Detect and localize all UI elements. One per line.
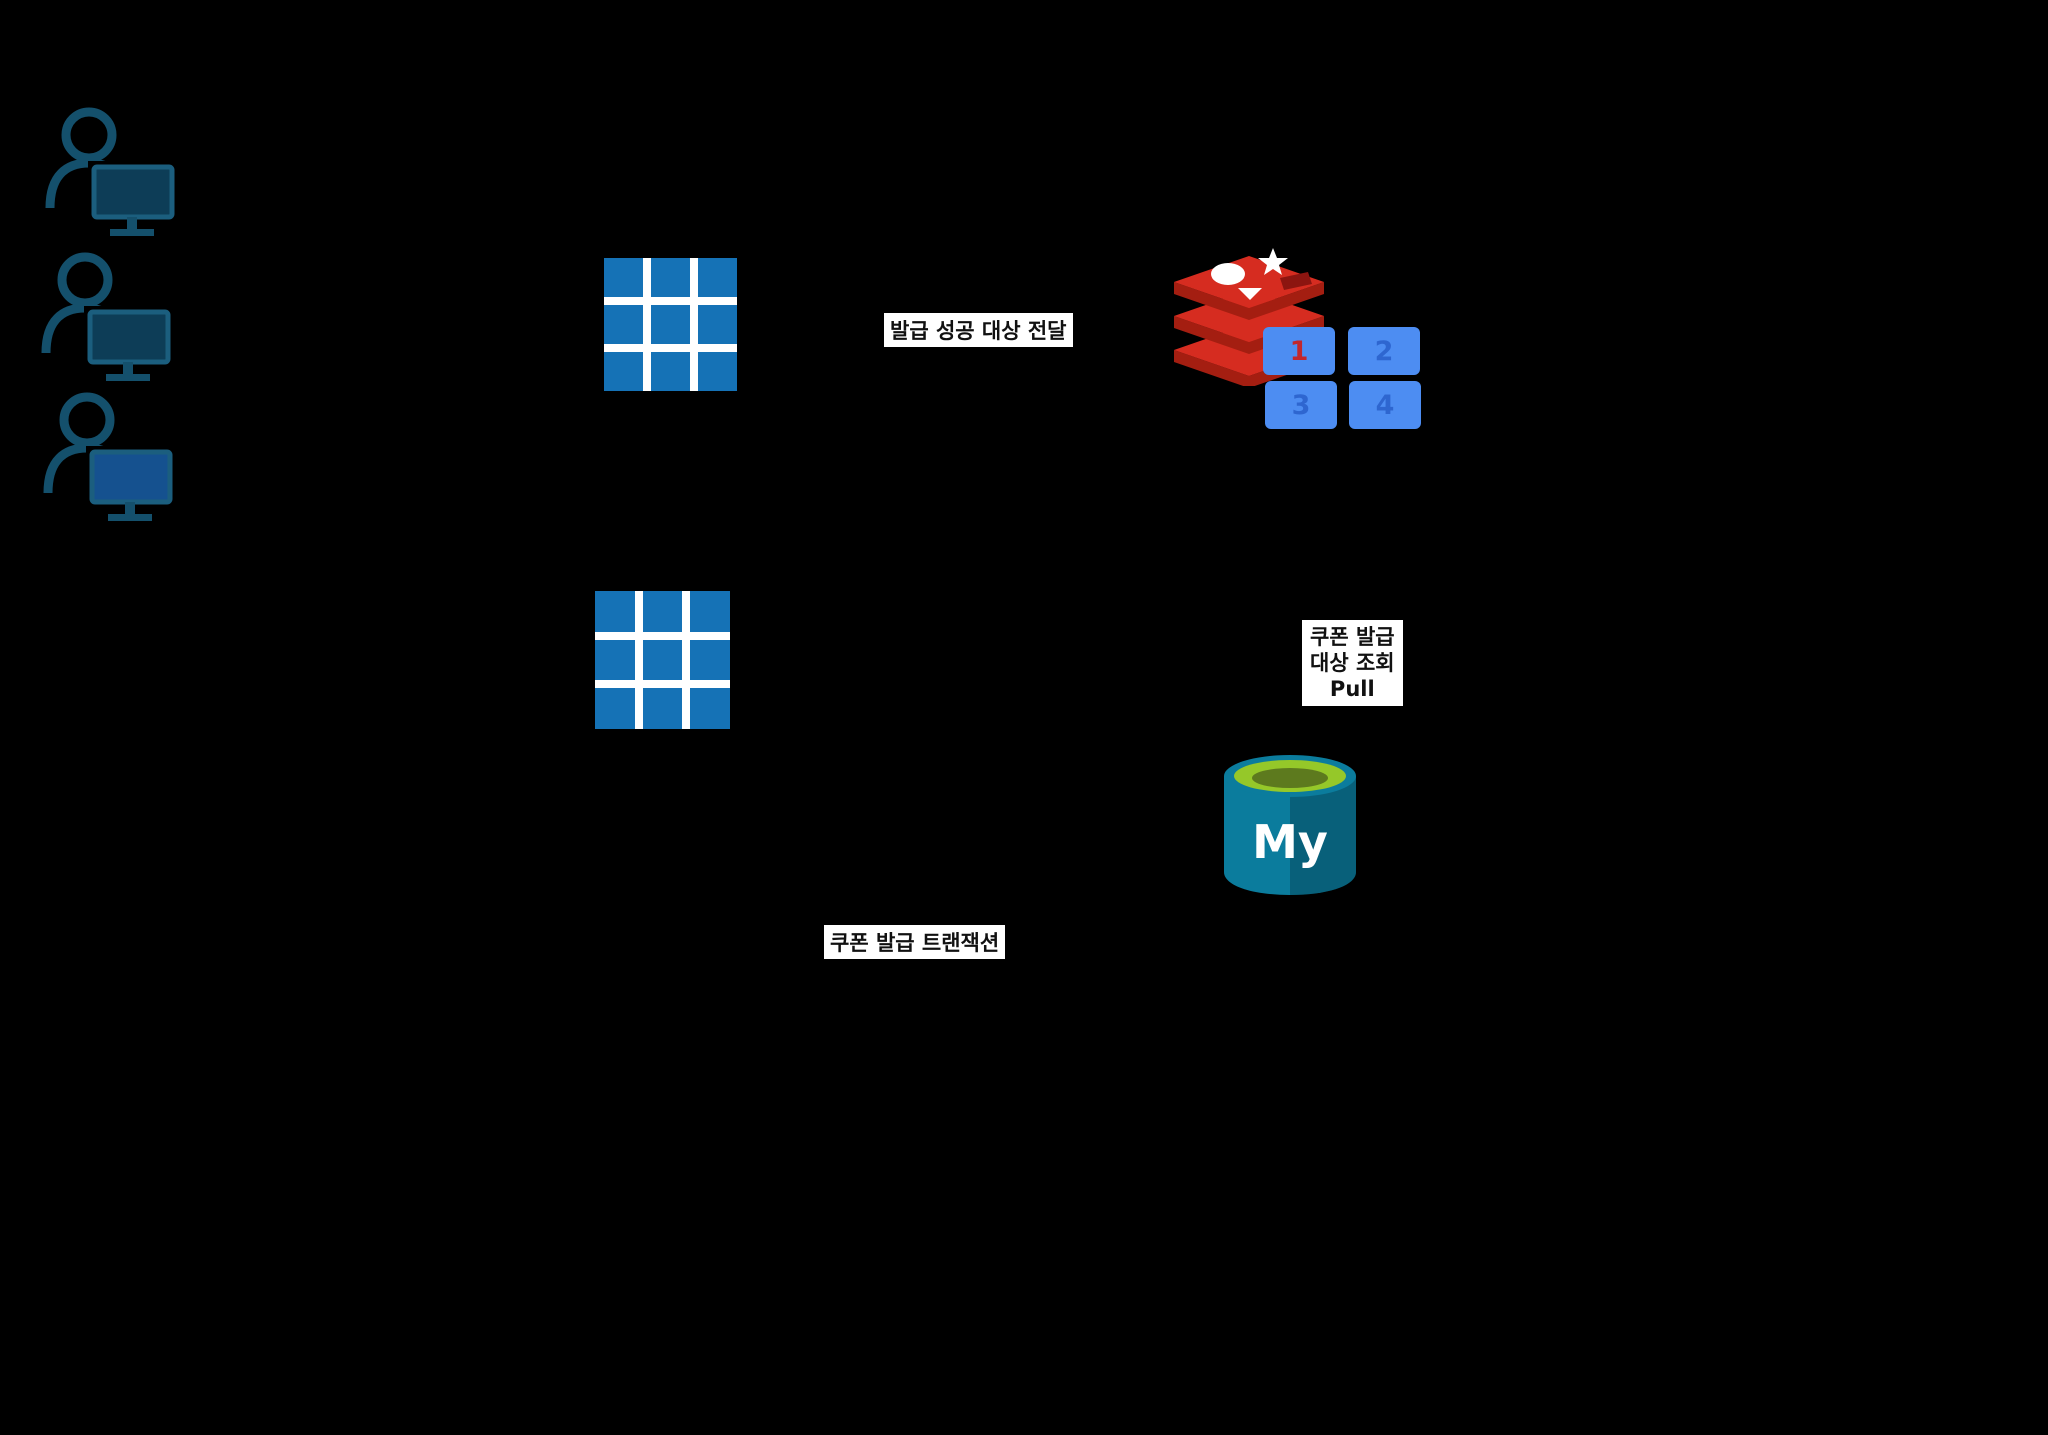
grid-cell xyxy=(651,258,690,297)
user-with-computer-icon xyxy=(41,252,174,381)
user-with-computer-icon xyxy=(43,392,176,521)
grid-cell xyxy=(651,352,690,391)
grid-cell xyxy=(698,258,737,297)
redis-slot-3: 3 xyxy=(1265,381,1337,429)
user-icon xyxy=(40,390,176,534)
mysql-icon: My xyxy=(1224,742,1356,906)
label-pull-line2: 대상 조회 xyxy=(1310,651,1395,675)
grid-cell xyxy=(642,688,683,729)
grid-cell xyxy=(642,591,683,632)
grid-cell xyxy=(651,305,690,344)
user-icon xyxy=(38,250,174,394)
grid-cell xyxy=(690,639,730,681)
redis-slot-1: 1 xyxy=(1263,327,1335,375)
grid-cell xyxy=(604,305,643,344)
slot-number: 1 xyxy=(1289,335,1309,367)
slot-number: 4 xyxy=(1375,389,1395,421)
grid-cell xyxy=(595,688,635,729)
mysql-wordmark: My xyxy=(1252,815,1328,869)
label-pull-line3: Pull xyxy=(1329,677,1375,701)
redis-slot-4: 4 xyxy=(1349,381,1421,429)
label-pull: 쿠폰 발급 대상 조회 Pull xyxy=(1302,620,1403,706)
user-icon xyxy=(42,105,178,249)
grid-cell xyxy=(642,639,683,681)
grid-cell xyxy=(698,305,737,344)
service-grid-icon xyxy=(604,258,737,391)
grid-cell xyxy=(690,688,730,729)
grid-cell xyxy=(595,591,635,632)
label-pull-line1: 쿠폰 발급 xyxy=(1310,625,1395,649)
user-with-computer-icon xyxy=(45,107,178,236)
grid-cell xyxy=(604,258,643,297)
label-coupon-transaction: 쿠폰 발급 트랜잭션 xyxy=(824,925,1006,959)
slot-number: 3 xyxy=(1291,389,1311,421)
grid-cell xyxy=(604,352,643,391)
grid-cell xyxy=(690,591,730,632)
label-success-delivery: 발급 성공 대상 전달 xyxy=(884,313,1073,347)
redis-slot-2: 2 xyxy=(1348,327,1420,375)
service-grid-icon xyxy=(595,591,730,729)
slot-number: 2 xyxy=(1374,335,1394,367)
grid-cell xyxy=(595,639,635,681)
grid-cell xyxy=(698,352,737,391)
mysql-database-icon: My xyxy=(1224,755,1356,895)
